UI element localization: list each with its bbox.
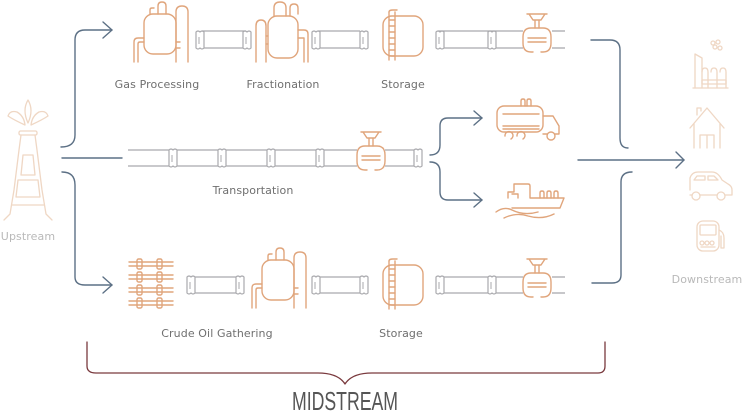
arrow-head-icon <box>102 276 113 294</box>
car-icon <box>689 171 733 201</box>
flow-merge-from-gas <box>590 39 629 149</box>
downstream-label: Downstream <box>671 273 743 286</box>
flow-merge-from-crude <box>591 171 633 284</box>
pipeline-valve-icon <box>522 258 552 298</box>
crude-storage-label: Storage <box>379 327 423 340</box>
gas-storage-label: Storage <box>381 78 425 91</box>
flow-arrow-to-ship <box>429 161 483 208</box>
storage-tank-icon <box>382 9 424 61</box>
crude-row-pipes <box>186 275 565 295</box>
arrow-head-icon <box>102 21 113 39</box>
tanker-truck-icon <box>496 98 560 141</box>
fractionation-tower-icon <box>255 1 309 63</box>
gas-row-pipes <box>195 30 565 50</box>
flow-arrow-to-gas <box>60 21 113 148</box>
transportation-label: Transportation <box>212 184 294 197</box>
fractionation-label: Fractionation <box>246 78 320 91</box>
flow-arrow-to-downstream <box>577 151 685 169</box>
gas-processing-label: Gas Processing <box>114 78 200 91</box>
oil-derrick-icon <box>3 99 53 221</box>
upstream-label: Upstream <box>0 230 56 243</box>
crude-oil-gathering-label: Crude Oil Gathering <box>161 327 273 340</box>
storage-tank-icon <box>382 258 424 310</box>
flow-arrow-to-crude <box>61 171 113 294</box>
tanker-ship-icon <box>495 183 565 219</box>
midstream-title: MIDSTREAM <box>291 386 399 416</box>
processing-plant-icon <box>133 1 189 63</box>
factory-icon <box>692 39 729 89</box>
midstream-brace <box>86 341 606 385</box>
house-icon <box>689 107 725 149</box>
arrow-head-icon <box>675 151 685 169</box>
fuel-pump-icon <box>696 220 725 252</box>
gathering-lines-icon <box>128 258 174 309</box>
flow-arrow-to-truck <box>429 110 483 156</box>
processing-plant-icon <box>251 247 307 309</box>
pipeline-valve-icon <box>522 13 552 53</box>
